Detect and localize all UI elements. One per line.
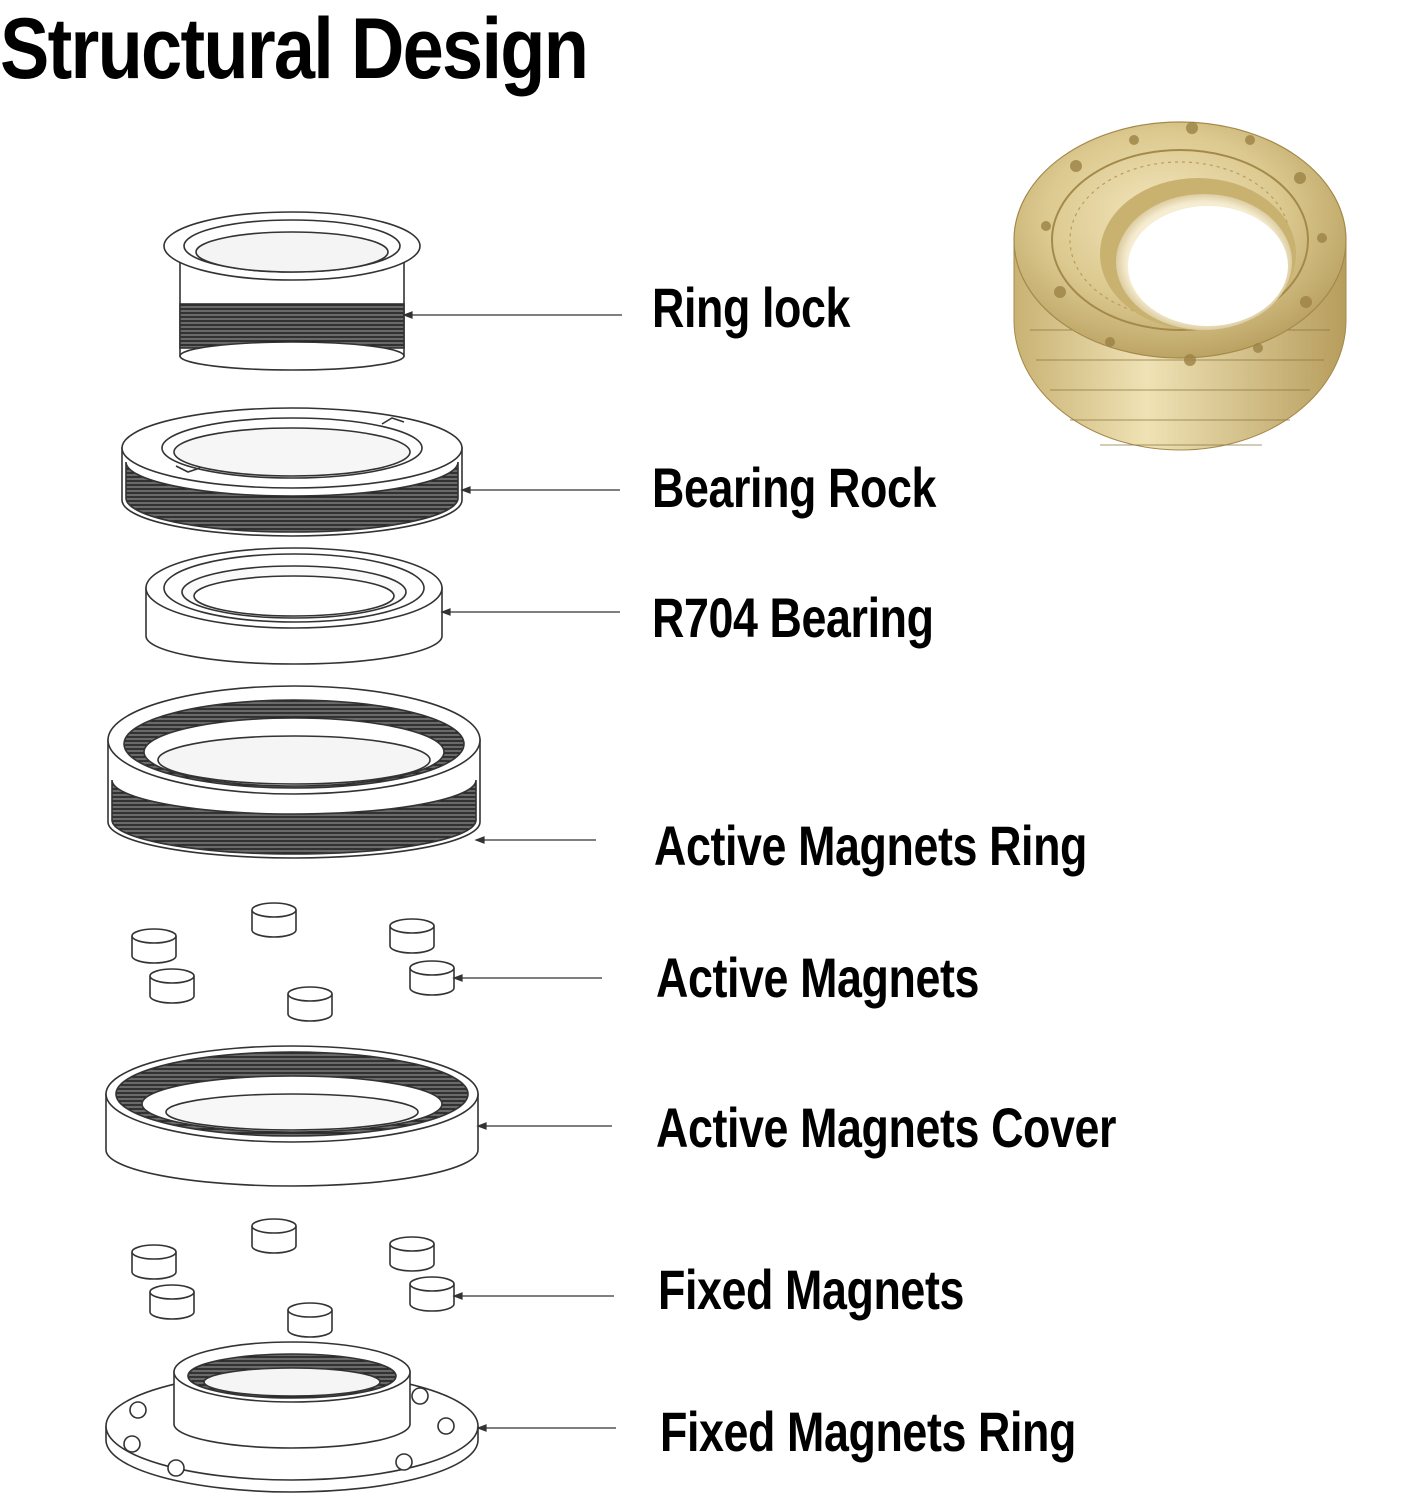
leader-fixed-magnets-ring <box>476 1424 616 1432</box>
active-magnets-part <box>131 902 455 1022</box>
label-ring-lock: Ring lock <box>652 276 851 339</box>
magnet <box>389 918 435 954</box>
fixed-magnets-part <box>131 1218 455 1338</box>
leader-active-magnets-cover <box>476 1122 612 1130</box>
magnet <box>287 986 333 1022</box>
leader-r704-bearing <box>440 608 620 616</box>
magnet <box>149 968 195 1004</box>
leader-lines <box>402 311 622 1432</box>
magnet <box>131 928 177 964</box>
magnet <box>389 1236 435 1272</box>
ring-lock-part <box>163 211 421 371</box>
leader-fixed-magnets <box>452 1292 614 1300</box>
label-active-magnets: Active Magnets <box>656 946 980 1009</box>
brass-ring-product-photo <box>1013 121 1347 451</box>
leader-active-magnets <box>452 974 602 982</box>
bearing-rock-part <box>121 407 463 537</box>
leader-ring-lock <box>402 311 622 319</box>
magnet <box>287 1302 333 1338</box>
page-title: Structural Design <box>0 1 589 97</box>
leader-active-magnets-ring <box>474 836 596 844</box>
magnet <box>149 1284 195 1320</box>
r704-bearing-part <box>145 547 443 665</box>
active-magnets-cover-part <box>105 1045 479 1187</box>
label-active-magnets-ring: Active Magnets Ring <box>654 814 1088 877</box>
label-fixed-magnets-ring: Fixed Magnets Ring <box>660 1400 1076 1463</box>
magnet <box>409 960 455 996</box>
label-active-magnets-cover: Active Magnets Cover <box>656 1096 1117 1159</box>
active-magnets-ring-part <box>107 685 481 859</box>
magnet <box>409 1276 455 1312</box>
magnet <box>251 902 297 938</box>
fixed-magnets-ring-part <box>105 1341 479 1493</box>
label-r704-bearing: R704 Bearing <box>652 586 934 649</box>
leader-bearing-rock <box>460 486 620 494</box>
magnet <box>251 1218 297 1254</box>
magnet <box>131 1244 177 1280</box>
label-fixed-magnets: Fixed Magnets <box>658 1258 964 1321</box>
label-bearing-rock: Bearing Rock <box>652 456 936 519</box>
